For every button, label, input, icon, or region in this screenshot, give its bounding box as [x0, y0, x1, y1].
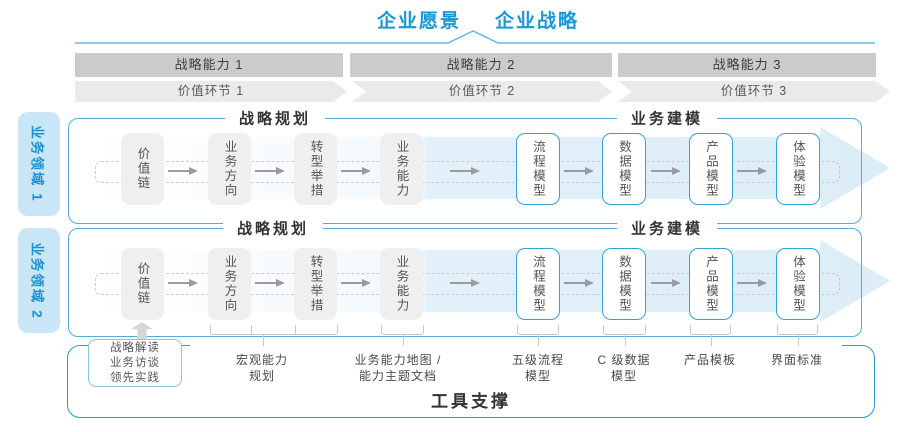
row1-arrow-3 — [341, 167, 371, 175]
row1-node-value-chain: 价值链 — [121, 133, 164, 205]
row1-arrow-7 — [737, 167, 767, 175]
row1-node-process-model: 流程模型 — [516, 133, 560, 205]
tool-support-title: 工具支撑 — [431, 392, 511, 411]
brace-process-model — [517, 325, 559, 346]
row1-dashed-pipeline — [95, 161, 840, 183]
row1-node-product-model-label: 产品模型 — [704, 140, 718, 198]
callout-capability-map: 业务能力地图 / 能力主题文档 — [354, 353, 442, 383]
brace-tick — [295, 325, 296, 335]
row1-modeling-title: 业务建模 — [616, 107, 718, 129]
row1-node-business-capability-label: 业务能力 — [394, 140, 409, 198]
callout-data-model: C 级数据 模型 — [597, 353, 651, 383]
strategy-label: 企业战略 — [495, 11, 580, 32]
row2-node-experience-model-label: 体验模型 — [791, 255, 805, 313]
row2-node-experience-model: 体验模型 — [776, 248, 820, 320]
brace-data-model — [603, 325, 646, 346]
row2-node-transformation-label: 转型举措 — [308, 255, 323, 313]
row1-arrow-6 — [651, 167, 681, 175]
row1-node-experience-model-label: 体验模型 — [791, 140, 805, 198]
row2-node-business-direction: 业务方向 — [208, 248, 251, 320]
brace-ui-standard — [777, 325, 818, 346]
row1-node-business-direction: 业务方向 — [208, 133, 251, 205]
row2-arrow-7 — [737, 279, 767, 287]
row2-planning-title: 战略规划 — [222, 217, 324, 239]
brace-drop — [624, 334, 626, 346]
domain-tab-1-label: 业务领域 1 — [30, 125, 46, 203]
row2-node-process-model: 流程模型 — [516, 248, 560, 320]
capability-bar-3: 战略能力 3 — [618, 53, 876, 77]
row2-node-data-model: 数据模型 — [602, 248, 646, 320]
row2-node-business-capability-label: 业务能力 — [394, 255, 409, 313]
row1-node-transformation: 转型举措 — [294, 133, 337, 205]
vision-strategy-header: 企业愿景 企业战略 — [0, 6, 910, 33]
tool-support-border-gap — [190, 340, 842, 350]
row2-node-transformation: 转型举措 — [294, 248, 337, 320]
row2-arrow-1 — [168, 279, 198, 287]
brace-macro-capability — [210, 325, 338, 346]
row1-arrow-1 — [168, 167, 198, 175]
row1-node-experience-model: 体验模型 — [776, 133, 820, 205]
capability-bar-1: 战略能力 1 — [75, 53, 343, 77]
callout-product-template: 产品模板 — [683, 353, 737, 367]
brace-tick — [251, 325, 252, 335]
callout-process-model: 五级流程 模型 — [511, 353, 565, 383]
row2-arrow-4 — [450, 279, 480, 287]
row2-node-business-direction-label: 业务方向 — [222, 255, 237, 313]
row1-node-business-direction-label: 业务方向 — [222, 140, 237, 198]
domain2-panel — [68, 228, 862, 337]
row2-arrow-6 — [651, 279, 681, 287]
row2-arrow-3 — [341, 279, 371, 287]
row2-node-product-model-label: 产品模型 — [704, 255, 718, 313]
row1-arrow-4 — [450, 167, 480, 175]
vision-pointer-line — [75, 30, 875, 44]
row2-node-value-chain: 价值链 — [121, 248, 164, 320]
row2-arrow-2 — [255, 279, 285, 287]
row1-arrow-2 — [255, 167, 285, 175]
row2-dashed-pipeline — [95, 273, 840, 295]
row1-node-data-model: 数据模型 — [602, 133, 646, 205]
row2-node-value-chain-label: 价值链 — [135, 262, 150, 306]
row1-node-transformation-label: 转型举措 — [308, 140, 323, 198]
row1-arrow-5 — [564, 167, 594, 175]
domain-tab-2-label: 业务领域 2 — [30, 241, 46, 320]
callout-macro-capability: 宏观能力 规划 — [235, 353, 289, 383]
callout-ui-standard: 界面标准 — [770, 353, 824, 367]
row2-arrow-5 — [564, 279, 594, 287]
value-bar-1: 价值环节 1 — [75, 81, 347, 102]
brace-drop — [402, 334, 404, 346]
row1-node-product-model: 产品模型 — [689, 133, 733, 205]
brace-drop — [710, 334, 712, 346]
row2-node-product-model: 产品模型 — [689, 248, 733, 320]
value-bar-2: 价值环节 2 — [352, 81, 612, 102]
domain1-panel — [68, 118, 862, 224]
value-bar-3: 价值环节 3 — [618, 81, 890, 102]
row2-modeling-title: 业务建模 — [616, 217, 718, 239]
brace-product-template — [690, 325, 731, 346]
domain-tab-2: 业务领域 2 — [18, 228, 60, 333]
domain-tab-1: 业务领域 1 — [18, 112, 60, 216]
brace-capability-map — [381, 325, 424, 346]
row2-node-business-capability: 业务能力 — [380, 248, 423, 320]
row1-node-process-model-label: 流程模型 — [531, 140, 545, 198]
brace-drop — [797, 334, 799, 346]
brace-drop — [538, 334, 539, 346]
brace-drop — [263, 334, 264, 346]
capability-bar-2: 战略能力 2 — [350, 53, 612, 77]
row1-node-data-model-label: 数据模型 — [617, 140, 631, 198]
row1-planning-title: 战略规划 — [224, 107, 326, 129]
row2-node-data-model-label: 数据模型 — [617, 255, 631, 313]
row2-node-process-model-label: 流程模型 — [531, 255, 545, 313]
vision-label: 企业愿景 — [376, 11, 461, 32]
callout-interview-box: 战略解读 业务访谈 领先实践 — [88, 339, 182, 387]
row1-node-business-capability: 业务能力 — [380, 133, 423, 205]
row1-node-value-chain-label: 价值链 — [135, 147, 150, 191]
